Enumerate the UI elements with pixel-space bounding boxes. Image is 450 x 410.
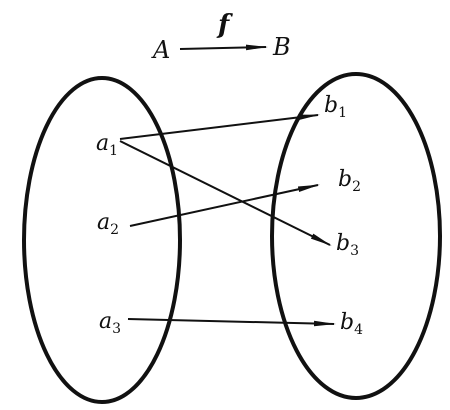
element-a3: a3 bbox=[99, 309, 121, 337]
element-b1: b1 bbox=[324, 93, 347, 121]
set-A-outline bbox=[22, 76, 182, 404]
element-b2: b2 bbox=[338, 167, 361, 195]
mapping-arrow-a1-b3 bbox=[119, 140, 332, 246]
mapping-arrow-a1-b1 bbox=[119, 114, 320, 140]
set-B-outline bbox=[270, 72, 442, 400]
map-name: f bbox=[216, 10, 233, 40]
element-b3: b3 bbox=[336, 231, 359, 259]
element-a1: a1 bbox=[96, 131, 118, 159]
mapping-arrow-a2-b2 bbox=[129, 184, 320, 227]
set-A-label: A bbox=[151, 36, 170, 64]
mapping-arrow-a3-b4 bbox=[127, 318, 336, 327]
header-map-arrow bbox=[179, 44, 268, 51]
set-B-label: B bbox=[272, 33, 291, 61]
element-a2: a2 bbox=[97, 210, 119, 238]
element-b4: b4 bbox=[340, 310, 363, 338]
